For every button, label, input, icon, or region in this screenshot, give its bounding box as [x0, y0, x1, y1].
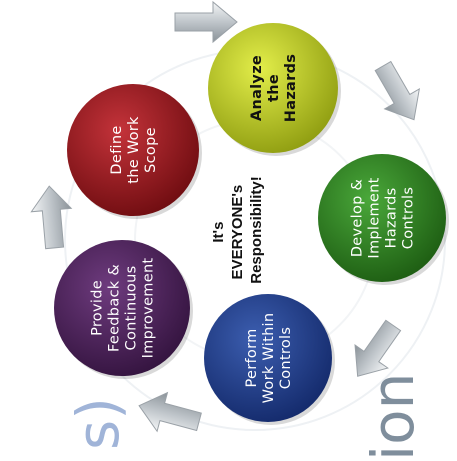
step-label-line: Perform	[244, 328, 260, 387]
step-provide-feedback: ProvideFeedback &ContinuousImprovement	[54, 240, 193, 379]
step-label: ProvideFeedback &ContinuousImprovement	[90, 258, 157, 359]
center-line: EVERYONE's	[229, 185, 246, 280]
arrow-feedback-to-define	[30, 185, 73, 250]
center-line: It's	[210, 222, 227, 243]
step-circle	[208, 23, 338, 153]
arrow-perform-to-feedback	[138, 391, 202, 433]
step-analyze-hazards: AnalyzetheHazards	[208, 23, 341, 156]
step-label-line: Define	[109, 125, 125, 174]
step-label-line: Feedback &	[107, 264, 123, 352]
arrow-analyze-to-develop	[374, 60, 420, 121]
step-circle	[67, 84, 199, 216]
step-circle	[54, 240, 190, 376]
step-label-line: Hazards	[283, 54, 299, 122]
partial-text-bottom: ion	[359, 373, 427, 461]
center-text: It's EVERYONE's Responsibility!	[210, 176, 265, 284]
step-label-line: Continuous	[124, 266, 140, 351]
step-label: Develop &ImplementHazardsControls	[350, 177, 417, 258]
step-label-line: Provide	[90, 280, 106, 336]
step-define-work-scope: Definethe WorkScope	[67, 84, 202, 219]
step-circle	[318, 154, 446, 282]
step-circle	[204, 294, 332, 422]
arrow-develop-to-perform	[354, 319, 402, 377]
step-label-line: Controls	[278, 327, 294, 389]
step-label-line: Improvement	[141, 258, 157, 359]
step-label-line: Scope	[143, 127, 159, 173]
step-develop-controls: Develop &ImplementHazardsControls	[318, 154, 449, 285]
cycle-arrows	[30, 0, 420, 433]
step-label-line: Hazards	[384, 188, 400, 249]
step-label-line: Implement	[367, 177, 383, 258]
center-line: Responsibility!	[248, 176, 265, 284]
step-label: AnalyzetheHazards	[249, 54, 299, 122]
step-label: Definethe WorkScope	[109, 116, 159, 184]
step-label-line: Develop &	[350, 179, 366, 257]
step-label-line: Analyze	[249, 55, 265, 121]
step-circles: Definethe WorkScopeAnalyzetheHazardsDeve…	[54, 23, 449, 425]
arrow-define-to-analyze	[174, 0, 238, 44]
step-label: PerformWork WithinControls	[244, 313, 294, 404]
partial-text-left: s)	[64, 397, 132, 450]
step-perform-work: PerformWork WithinControls	[204, 294, 335, 425]
step-label-line: the	[266, 74, 282, 102]
svg-text:It's EVERYONE's Re: It's EVERYONE's Responsibility!	[210, 176, 265, 284]
step-label-line: Controls	[401, 187, 417, 249]
step-label-line: Work Within	[261, 313, 277, 404]
step-label-line: the Work	[126, 116, 142, 184]
